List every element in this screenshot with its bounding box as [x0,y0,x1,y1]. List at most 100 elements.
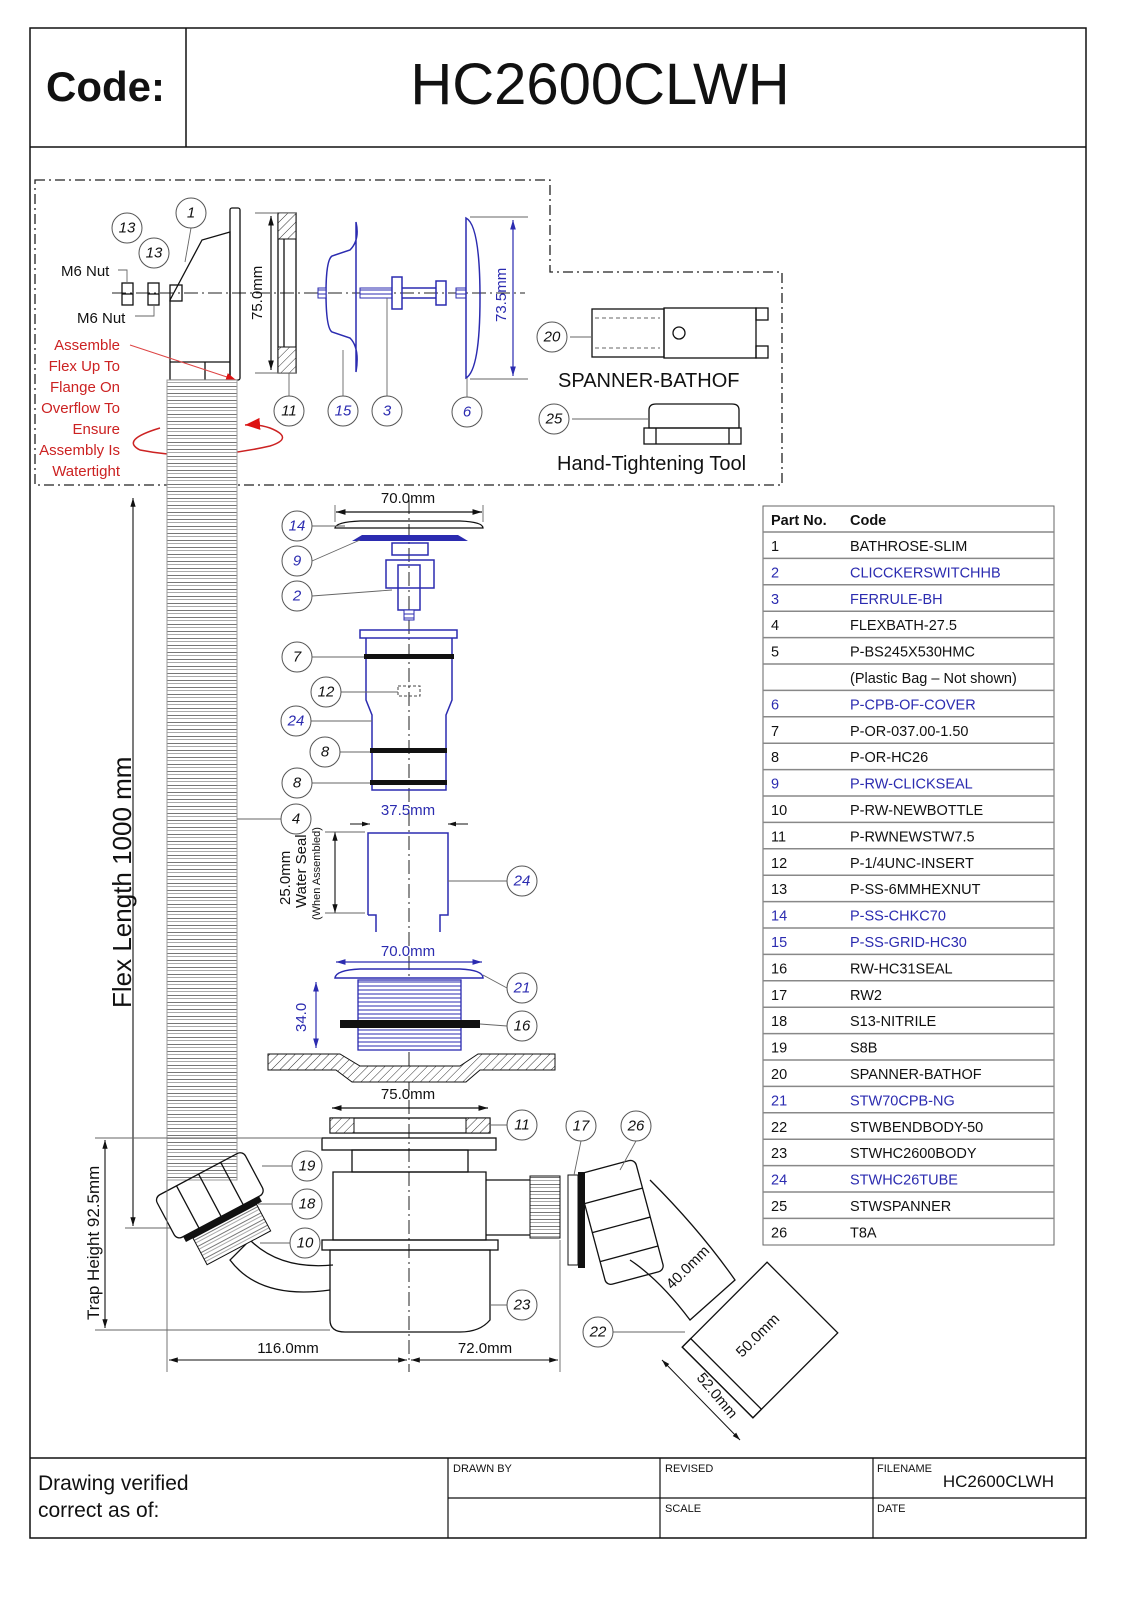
water-seal-tube [367,832,449,932]
balloon-24a: 24 [280,705,312,737]
svg-text:22: 22 [589,1324,607,1341]
title-block [30,1457,1086,1538]
balloon-26: 26 [620,1110,652,1142]
balloon-23: 23 [506,1289,538,1321]
table-cell-code: FLEXBATH-27.5 [850,618,957,634]
table-cell-part-no: 25 [771,1199,787,1215]
table-cell-part-no: 21 [771,1093,787,1109]
table-cell-part-no: 24 [771,1173,787,1189]
table-cell-part-no: 26 [771,1225,787,1241]
svg-text:7: 7 [293,649,302,666]
svg-text:25: 25 [545,411,563,428]
table-cell-code: RW2 [850,988,882,1004]
svg-text:15: 15 [335,403,352,420]
table-cell-code: P-RW-NEWBOTTLE [850,803,984,819]
flex-hose [166,379,238,1181]
table-cell-part-no: 16 [771,961,787,977]
svg-text:25.0mm: 25.0mm [277,851,294,905]
svg-text:Watertight: Watertight [52,463,121,480]
balloon-13b: 13 [138,237,170,269]
svg-text:18: 18 [299,1196,316,1213]
overflow-detail-box [34,179,783,486]
svg-text:21: 21 [513,980,531,997]
table-cell-code: P-1/4UNC-INSERT [850,856,974,872]
svg-text:20: 20 [543,329,561,346]
revised-label: REVISED [665,1463,713,1475]
svg-text:Assembly Is: Assembly Is [39,442,120,459]
table-cell-code: P-BS245X530HMC [850,645,975,661]
dim-left-offset: 116.0mm [257,1340,318,1357]
svg-text:16: 16 [514,1018,531,1035]
dim-outlet-b: 50.0mm [733,1310,783,1360]
table-cell-part-no: 17 [771,988,787,1004]
table-cell-code: P-CPB-OF-COVER [850,697,976,713]
table-header-code: Code [850,513,886,529]
svg-text:11: 11 [281,403,297,420]
balloon-16: 16 [506,1010,538,1042]
svg-text:2: 2 [292,588,302,605]
svg-text:26: 26 [627,1118,645,1135]
dim-outlet-c: 52.0mm [693,1370,741,1422]
svg-text:8: 8 [321,744,330,761]
balloon-12: 12 [310,676,342,708]
balloon-3: 3 [371,395,403,427]
svg-text:4: 4 [292,811,300,828]
table-cell-code: P-SS-CHKC70 [850,909,946,925]
svg-text:8: 8 [293,775,302,792]
svg-text:10: 10 [297,1235,314,1252]
table-cell-part-no: 15 [771,935,787,951]
table-cell-code: P-SS-GRID-HC30 [850,935,967,951]
dim-right-offset: 72.0mm [458,1340,512,1357]
table-cell-part-no: 23 [771,1146,787,1162]
spanner-label: SPANNER-BATHOF [558,370,740,392]
table-cell-part-no: 1 [771,539,779,555]
click-cap [334,520,484,529]
balloon-22: 22 [582,1316,614,1348]
click-seal [352,535,468,541]
overflow-cover [465,216,481,380]
svg-text:11: 11 [514,1117,530,1134]
balloon-10: 10 [289,1227,321,1259]
balloon-14: 14 [281,510,313,542]
balloon-15: 15 [327,395,359,427]
waste-thread-body [357,979,462,1051]
assembly-note: Assemble Flex Up To Flange On Overflow T… [39,337,284,480]
table-cell-code: STWBENDBODY-50 [850,1120,983,1136]
table-cell-part-no: 3 [771,592,779,608]
overflow-grid [317,221,358,373]
balloon-19: 19 [291,1150,323,1182]
svg-text:Overflow To: Overflow To [41,400,120,417]
svg-text:14: 14 [289,518,306,535]
tool-label: Hand-Tightening Tool [557,453,746,475]
dim-trap-height: Trap Height 92.5mm [84,1166,103,1320]
dim-trap-seal: 75.0mm [381,1086,435,1103]
svg-text:24: 24 [287,713,305,730]
table-cell-code: S13-NITRILE [850,1014,937,1030]
flange-washer [340,1020,480,1028]
bath-surface [267,1053,556,1083]
trap-seal [329,1117,491,1134]
dim-cover: 73.5mm [493,268,510,322]
table-cell-part-no: 6 [771,697,779,713]
table-cell-part-no: 7 [771,724,779,740]
table-header-part-no: Part No. [771,513,827,529]
svg-text:Assemble: Assemble [54,337,120,354]
table-cell-part-no: 13 [771,882,787,898]
table-cell-code: STWHC2600BODY [850,1146,977,1162]
balloon-13a: 13 [111,212,143,244]
table-cell-part-no: 9 [771,777,779,793]
balloon-6: 6 [451,396,483,428]
balloon-21: 21 [506,972,538,1004]
table-cell-code: S8B [850,1041,877,1057]
table-cell-part-no: 20 [771,1067,787,1083]
product-code: HC2600CLWH [410,52,789,117]
drawn-by-label: DRAWN BY [453,1463,513,1475]
balloon-17: 17 [565,1110,597,1142]
dim-tube: 37.5mm [381,802,435,819]
table-cell-code: RW-HC31SEAL [850,961,953,977]
table-cell-part-no: 19 [771,1041,787,1057]
table-cell-code: P-OR-037.00-1.50 [850,724,968,740]
table-cell-code: SPANNER-BATHOF [850,1067,982,1083]
dim-thread: 34.0 [293,1003,310,1032]
